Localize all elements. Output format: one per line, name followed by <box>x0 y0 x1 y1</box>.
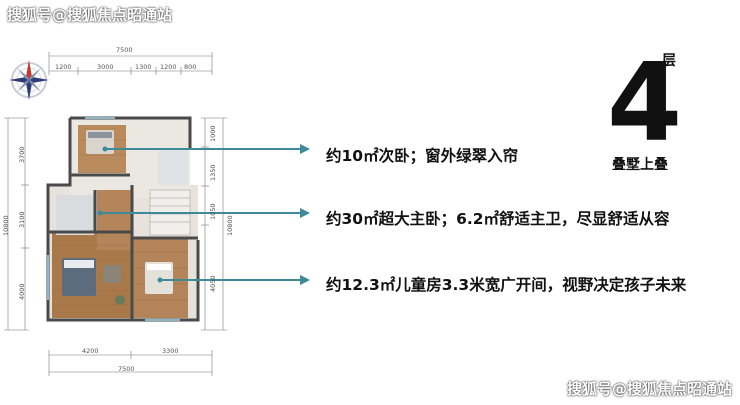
dim-bottom-seg-1: 4200 <box>82 347 99 355</box>
dim-top-seg-5: 800 <box>184 63 197 71</box>
watermark-bottom: 搜狐号@搜狐焦点昭通站 <box>566 380 732 398</box>
dimension-lines <box>4 52 227 376</box>
dim-bottom-total: 7500 <box>118 365 135 373</box>
callout-dots <box>97 146 163 283</box>
dim-top-seg-3: 1300 <box>135 63 152 71</box>
dim-right-seg-1: 1000 <box>209 125 217 142</box>
dim-right-total: 10800 <box>226 215 234 236</box>
dim-right-seg-4: 4050 <box>209 275 217 292</box>
floor-type-label: 叠墅上叠 <box>612 157 668 173</box>
callout-arrows <box>100 144 310 285</box>
dim-left-seg-3: 4000 <box>18 283 26 300</box>
annotation-secondary-bedroom: 约10㎡次卧；窗外绿翠入帘 <box>326 147 519 165</box>
watermark-top: 搜狐号@搜狐焦点昭通站 <box>7 6 173 24</box>
dim-top-seg-4: 1200 <box>160 63 177 71</box>
dim-bottom-seg-2: 3300 <box>162 347 179 355</box>
annotation-kids-room: 约12.3㎡儿童房3.3米宽广开间，视野决定孩子未来 <box>326 276 687 294</box>
floor-suffix: 层 <box>662 53 676 69</box>
dim-right-seg-3: 1050 <box>209 203 217 220</box>
dim-top-seg-1: 1200 <box>55 63 72 71</box>
annotation-master-bedroom: 约30㎡超大主卧；6.2㎡舒适主卫，尽显舒适从容 <box>326 210 670 228</box>
dim-left-seg-2: 3100 <box>18 211 26 228</box>
compass-rose-icon <box>9 60 49 100</box>
dim-top-total: 7500 <box>116 46 133 54</box>
dim-top-seg-2: 3000 <box>97 63 114 71</box>
dim-right-seg-2: 1350 <box>209 164 217 181</box>
floor-number: 4 <box>607 41 683 166</box>
dim-left-seg-1: 3700 <box>18 146 26 163</box>
floor-plan-body <box>46 116 200 322</box>
dim-left-total: 10800 <box>2 215 10 236</box>
